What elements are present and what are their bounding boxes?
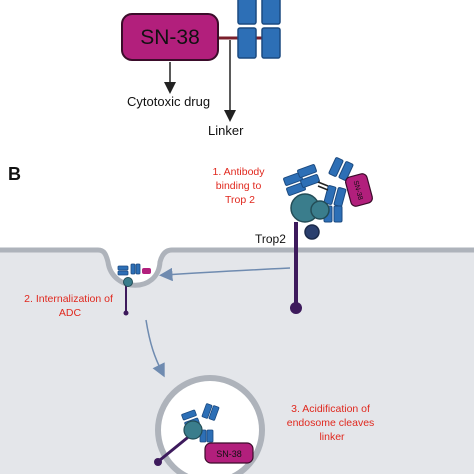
- linker-label: Linker: [208, 123, 244, 138]
- step3-text: 3. Acidification of endosome cleaves lin…: [287, 403, 377, 443]
- cell-cytoplasm: [0, 250, 474, 474]
- sn38-drug-box: [121, 13, 219, 61]
- panel-a: SN-38 Cytotoxic drug Linker: [121, 0, 281, 138]
- panel-b: B 1. Antibody binding to Trop 2 Trop2: [0, 157, 474, 474]
- panel-b-letter: B: [8, 164, 21, 184]
- step2-text: 2. Internalization of ADC: [24, 293, 116, 319]
- internalization-arrow: [159, 267, 291, 282]
- released-sn38-box: [204, 442, 254, 464]
- sn38-chip-label: SN-38: [352, 180, 364, 201]
- cytotoxic-drug-label: Cytotoxic drug: [127, 94, 210, 109]
- antibody-fragment-icon: [237, 0, 281, 59]
- trop2-anchor: [290, 302, 302, 314]
- endosome-arrow: [145, 319, 165, 378]
- endosome-adc-icon: [154, 403, 220, 466]
- cell-membrane: [0, 247, 474, 288]
- sn38-box-label: SN-38: [140, 26, 200, 49]
- step1-text: 1. Antibody binding to Trop 2: [213, 166, 268, 206]
- sn38-payload-chip: [345, 173, 373, 207]
- bound-adc-antibody-icon: [283, 157, 354, 240]
- released-sn38-label: SN-38: [216, 449, 242, 459]
- internalized-adc-icon: [117, 263, 151, 316]
- trop2-label: Trop2: [255, 232, 286, 246]
